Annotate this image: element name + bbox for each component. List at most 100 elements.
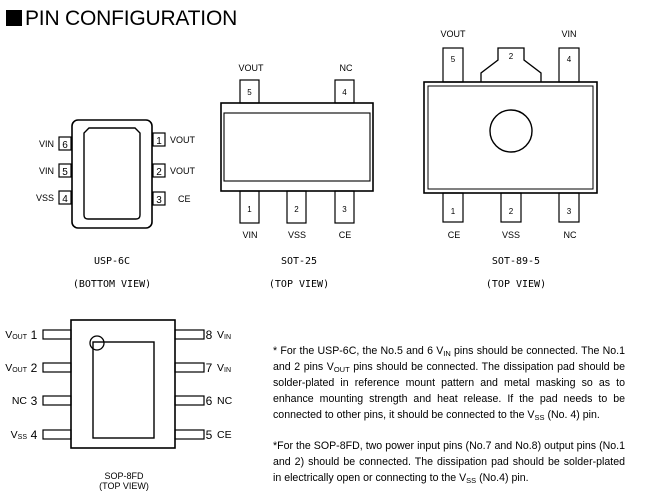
sot895-pin-1-lead xyxy=(442,192,464,223)
sot25-pin-1-number: 1 xyxy=(247,205,252,214)
sot895-pin-5-number: 5 xyxy=(451,55,456,64)
sot25-pin-1-lead xyxy=(239,190,260,224)
sot25-package: 5 4 1 2 3 VOUT NC VIN VSS CE SOT-25 (TOP… xyxy=(220,63,374,290)
usp6c-pin-2-number: 2 xyxy=(156,167,162,178)
usp6c-view-label: (BOTTOM VIEW) xyxy=(73,279,151,290)
usp6c-pin-2-label: VOUT xyxy=(170,166,196,176)
sot25-pin-3-number: 3 xyxy=(342,205,347,214)
sop8fd-pin-7-label: VIN xyxy=(217,362,231,374)
sot895-pin-3-number: 3 xyxy=(567,207,572,216)
title-text: PIN CONFIGURATION xyxy=(25,7,238,30)
usp6c-pin-5-number: 5 xyxy=(62,167,68,178)
sot895-heat-spreader-circle xyxy=(489,109,533,153)
sot895-pin-3-lead xyxy=(558,192,580,223)
usp6c-exposed-pad xyxy=(83,127,141,220)
sot895-package-name: SOT-89-5 xyxy=(492,256,540,267)
sot895-pin-4-label: VIN xyxy=(561,29,576,39)
sot895-pin-1-number: 1 xyxy=(451,207,456,216)
sop8fd-pin-8-lead xyxy=(174,329,205,340)
sop8fd-exposed-pad xyxy=(92,341,155,439)
sop8fd-pin-2-lead xyxy=(42,362,72,373)
sop8fd-connection-note: *For the SOP-8FD, two power input pins (… xyxy=(273,440,625,485)
sot895-view-label: (TOP VIEW) xyxy=(486,279,546,290)
sop8fd-left-leads xyxy=(42,329,72,440)
sot895-pin-3-label: NC xyxy=(564,230,577,240)
sop8fd-pin-4-label: VSS xyxy=(11,429,28,441)
sot25-pin-4-number: 4 xyxy=(342,88,347,97)
sot25-pin-3-lead xyxy=(334,190,355,224)
usp6c-pin-6-box xyxy=(58,136,72,151)
usp6c-pin-5-label: VIN xyxy=(39,166,54,176)
sot25-pin-3-label: CE xyxy=(339,230,352,240)
usp6c-pin-1-number: 1 xyxy=(156,136,162,147)
sot895-pin-2-label: VSS xyxy=(502,230,520,240)
sop8fd-pin1-marker xyxy=(89,335,105,351)
sop8fd-package-name: SOP-8FD xyxy=(104,471,144,481)
sop8fd-pin-5-lead xyxy=(174,429,205,440)
sot25-pin-2-label: VSS xyxy=(288,230,306,240)
sot25-pin-4-lead xyxy=(334,79,355,104)
sop8fd-pin-1-label: VOUT xyxy=(5,329,28,341)
sop8fd-right-leads xyxy=(174,329,205,440)
usp6c-body xyxy=(71,119,153,229)
usp6c-pin-6-number: 6 xyxy=(62,140,68,151)
sot25-pin-5-lead xyxy=(239,79,260,104)
sot895-pin-5-label: VOUT xyxy=(440,29,466,39)
sop8fd-pin-1-number: 1 xyxy=(31,328,38,342)
sot25-pin-1-label: VIN xyxy=(242,230,257,240)
sot895-body xyxy=(423,81,598,194)
usp6c-pin-4-number: 4 xyxy=(62,194,68,205)
sot25-pin-2-number: 2 xyxy=(294,205,299,214)
sop8fd-pin-1-lead xyxy=(42,329,72,340)
usp6c-connection-note: * For the USP-6C, the No.5 and 6 VIN pin… xyxy=(273,345,625,422)
usp6c-pin-3-number: 3 xyxy=(156,195,162,206)
sop8fd-pin-8-label: VIN xyxy=(217,329,231,341)
sot895-pin-4-lead xyxy=(558,47,580,83)
usp6c-pin-6-label: VIN xyxy=(39,139,54,149)
sot25-body-inner xyxy=(223,112,371,182)
sop8fd-package: 1 2 3 4 8 7 6 5 VOUT VOUT NC VSS VIN VIN… xyxy=(5,319,233,491)
sot25-pin-5-number: 5 xyxy=(247,88,252,97)
sop8fd-pin-5-number: 5 xyxy=(206,428,213,442)
sot895-pin-4-number: 4 xyxy=(567,55,572,64)
sot25-pin-2-lead xyxy=(286,190,307,224)
sot25-pin-4-label: NC xyxy=(340,63,353,73)
sot895-body-inner xyxy=(427,85,594,190)
sop8fd-pin-5-label: CE xyxy=(217,429,232,441)
sop8fd-pin-4-number: 4 xyxy=(31,428,38,442)
sop8fd-pin-2-number: 2 xyxy=(31,361,38,375)
sop8fd-pin-6-number: 6 xyxy=(206,394,213,408)
sot895-tab-pin-2-number: 2 xyxy=(509,52,514,61)
usp6c-pin-1-box xyxy=(152,132,166,147)
sot895-pin-2-lead xyxy=(500,192,522,223)
usp6c-package: 6 5 4 VIN VIN VSS 1 2 3 VOUT VOUT CE xyxy=(36,119,196,290)
sot895-pin-5-lead xyxy=(442,47,464,83)
sot25-body-outline xyxy=(220,102,374,192)
usp6c-pin-5-box xyxy=(58,163,72,178)
sop8fd-pin-4-lead xyxy=(42,429,72,440)
sop8fd-pin-8-number: 8 xyxy=(206,328,213,342)
sop8fd-pin-7-number: 7 xyxy=(206,361,213,375)
title-bullet-square xyxy=(6,10,22,26)
sot25-pin-5-label: VOUT xyxy=(238,63,264,73)
sop8fd-pin-7-lead xyxy=(174,362,205,373)
sot895-tab-lead xyxy=(480,47,542,82)
usp6c-pin-3-box xyxy=(152,191,166,206)
usp6c-pin-2-box xyxy=(152,163,166,178)
sot25-view-label: (TOP VIEW) xyxy=(269,279,329,290)
usp6c-pin-4-label: VSS xyxy=(36,193,54,203)
usp6c-pin-1-label: VOUT xyxy=(170,135,196,145)
usp6c-package-name: USP-6C xyxy=(94,256,130,267)
sop8fd-pin-2-label: VOUT xyxy=(5,362,28,374)
sop8fd-view-label: (TOP VIEW) xyxy=(99,481,149,491)
sot895-pin-2-number: 2 xyxy=(509,207,514,216)
sop8fd-pin-3-label: NC xyxy=(12,395,28,407)
sot25-package-name: SOT-25 xyxy=(281,256,317,267)
sot895-pin-1-label: CE xyxy=(448,230,461,240)
page-title: PIN CONFIGURATION xyxy=(6,7,237,31)
sop8fd-pin-6-label: NC xyxy=(217,395,233,407)
sop8fd-pin-6-lead xyxy=(174,395,205,406)
usp6c-left-pins: 6 5 4 VIN VIN VSS xyxy=(36,136,72,205)
sop8fd-pin-3-number: 3 xyxy=(31,394,38,408)
